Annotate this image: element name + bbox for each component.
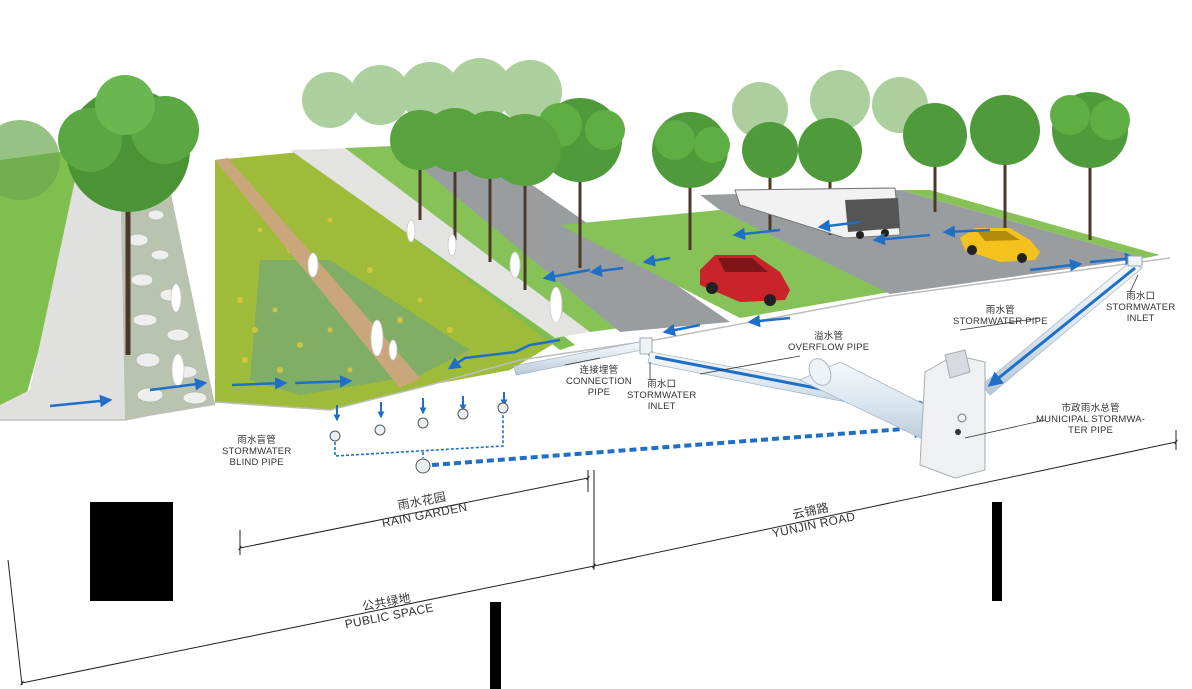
section-edge (0, 257, 1171, 421)
underground-collector (431, 418, 934, 467)
left-sidewalk (0, 180, 125, 420)
label-cn: 雨水口 (1126, 291, 1156, 302)
label-en: STORMWATER PIPE (953, 315, 1048, 327)
label-en: CONNECTION (566, 375, 632, 387)
label-stormwater-inlet-right: 雨水口 STORMWATER INLET (1106, 291, 1176, 325)
label-cn: 雨水盲管 (237, 435, 277, 446)
dim-public-space (20, 563, 596, 686)
road-median-right (900, 190, 1160, 258)
label-stormwater-blind-pipe: 雨水盲管 STORMWATER BLIND PIPE (222, 435, 292, 469)
tree-row-mid (538, 92, 1130, 268)
tree-row-far (302, 58, 928, 138)
label-en: OVERFLOW PIPE (788, 341, 870, 353)
boardwalk (215, 158, 420, 388)
dim-rain-garden (238, 475, 590, 551)
tree-lawn (345, 146, 620, 332)
label-cn: 雨水口 (647, 379, 677, 390)
label-connection-pipe: 连接埋管 CONNECTION PIPE (566, 365, 632, 399)
black-bar-center (490, 602, 501, 689)
tree-row-sidewalk (390, 108, 561, 290)
left-grass (0, 150, 80, 405)
label-en: BLIND PIPE (229, 456, 284, 468)
main-sidewalk (290, 148, 600, 338)
label-en: STORMWATER (1106, 301, 1176, 313)
car-red (700, 255, 790, 306)
label-en: INLET (1126, 312, 1155, 324)
label-en: TER PIPE (1068, 424, 1114, 436)
tree-far-left (0, 120, 60, 200)
car-yellow (960, 228, 1040, 263)
connection-pipe (513, 337, 653, 376)
municipal-stormwater-pipe (799, 358, 956, 446)
junction-chamber (919, 349, 986, 479)
label-cn: 市政雨水总管 (1061, 403, 1120, 414)
leader-lines (564, 274, 1139, 439)
label-en: MUNICIPAL STORMWA- (1036, 413, 1146, 425)
stormwater-pipe-right (981, 255, 1143, 396)
label-cn: 雨水管 (985, 305, 1015, 316)
label-en: STORMWATER (627, 389, 697, 401)
label-cn: 连接埋管 (579, 365, 619, 376)
pedestrians (170, 219, 563, 387)
label-stormwater-pipe: 雨水管 STORMWATER PIPE (953, 305, 1048, 328)
label-overflow-pipe: 溢水管 OVERFLOW PIPE (788, 331, 870, 354)
label-en: INLET (647, 400, 676, 412)
label-cn: 溢水管 (814, 331, 844, 342)
tree-left-large (58, 75, 199, 355)
dimension-lines (7, 430, 1178, 686)
blind-pipe-links (334, 414, 504, 458)
label-stormwater-inlet-left: 雨水口 STORMWATER INLET (627, 379, 697, 413)
surface-flow-arrows (49, 219, 1138, 408)
pipe-cross-section-icons (329, 402, 509, 474)
road-lane-1 (395, 142, 730, 332)
label-en: STORMWATER (222, 445, 292, 457)
dim-yunjin-road (592, 439, 1178, 569)
black-block-left (90, 502, 173, 601)
black-bar-right (992, 502, 1002, 601)
label-municipal-pipe: 市政雨水总管 MUNICIPAL STORMWA- TER PIPE (1036, 403, 1146, 437)
label-en: PIPE (587, 386, 611, 398)
